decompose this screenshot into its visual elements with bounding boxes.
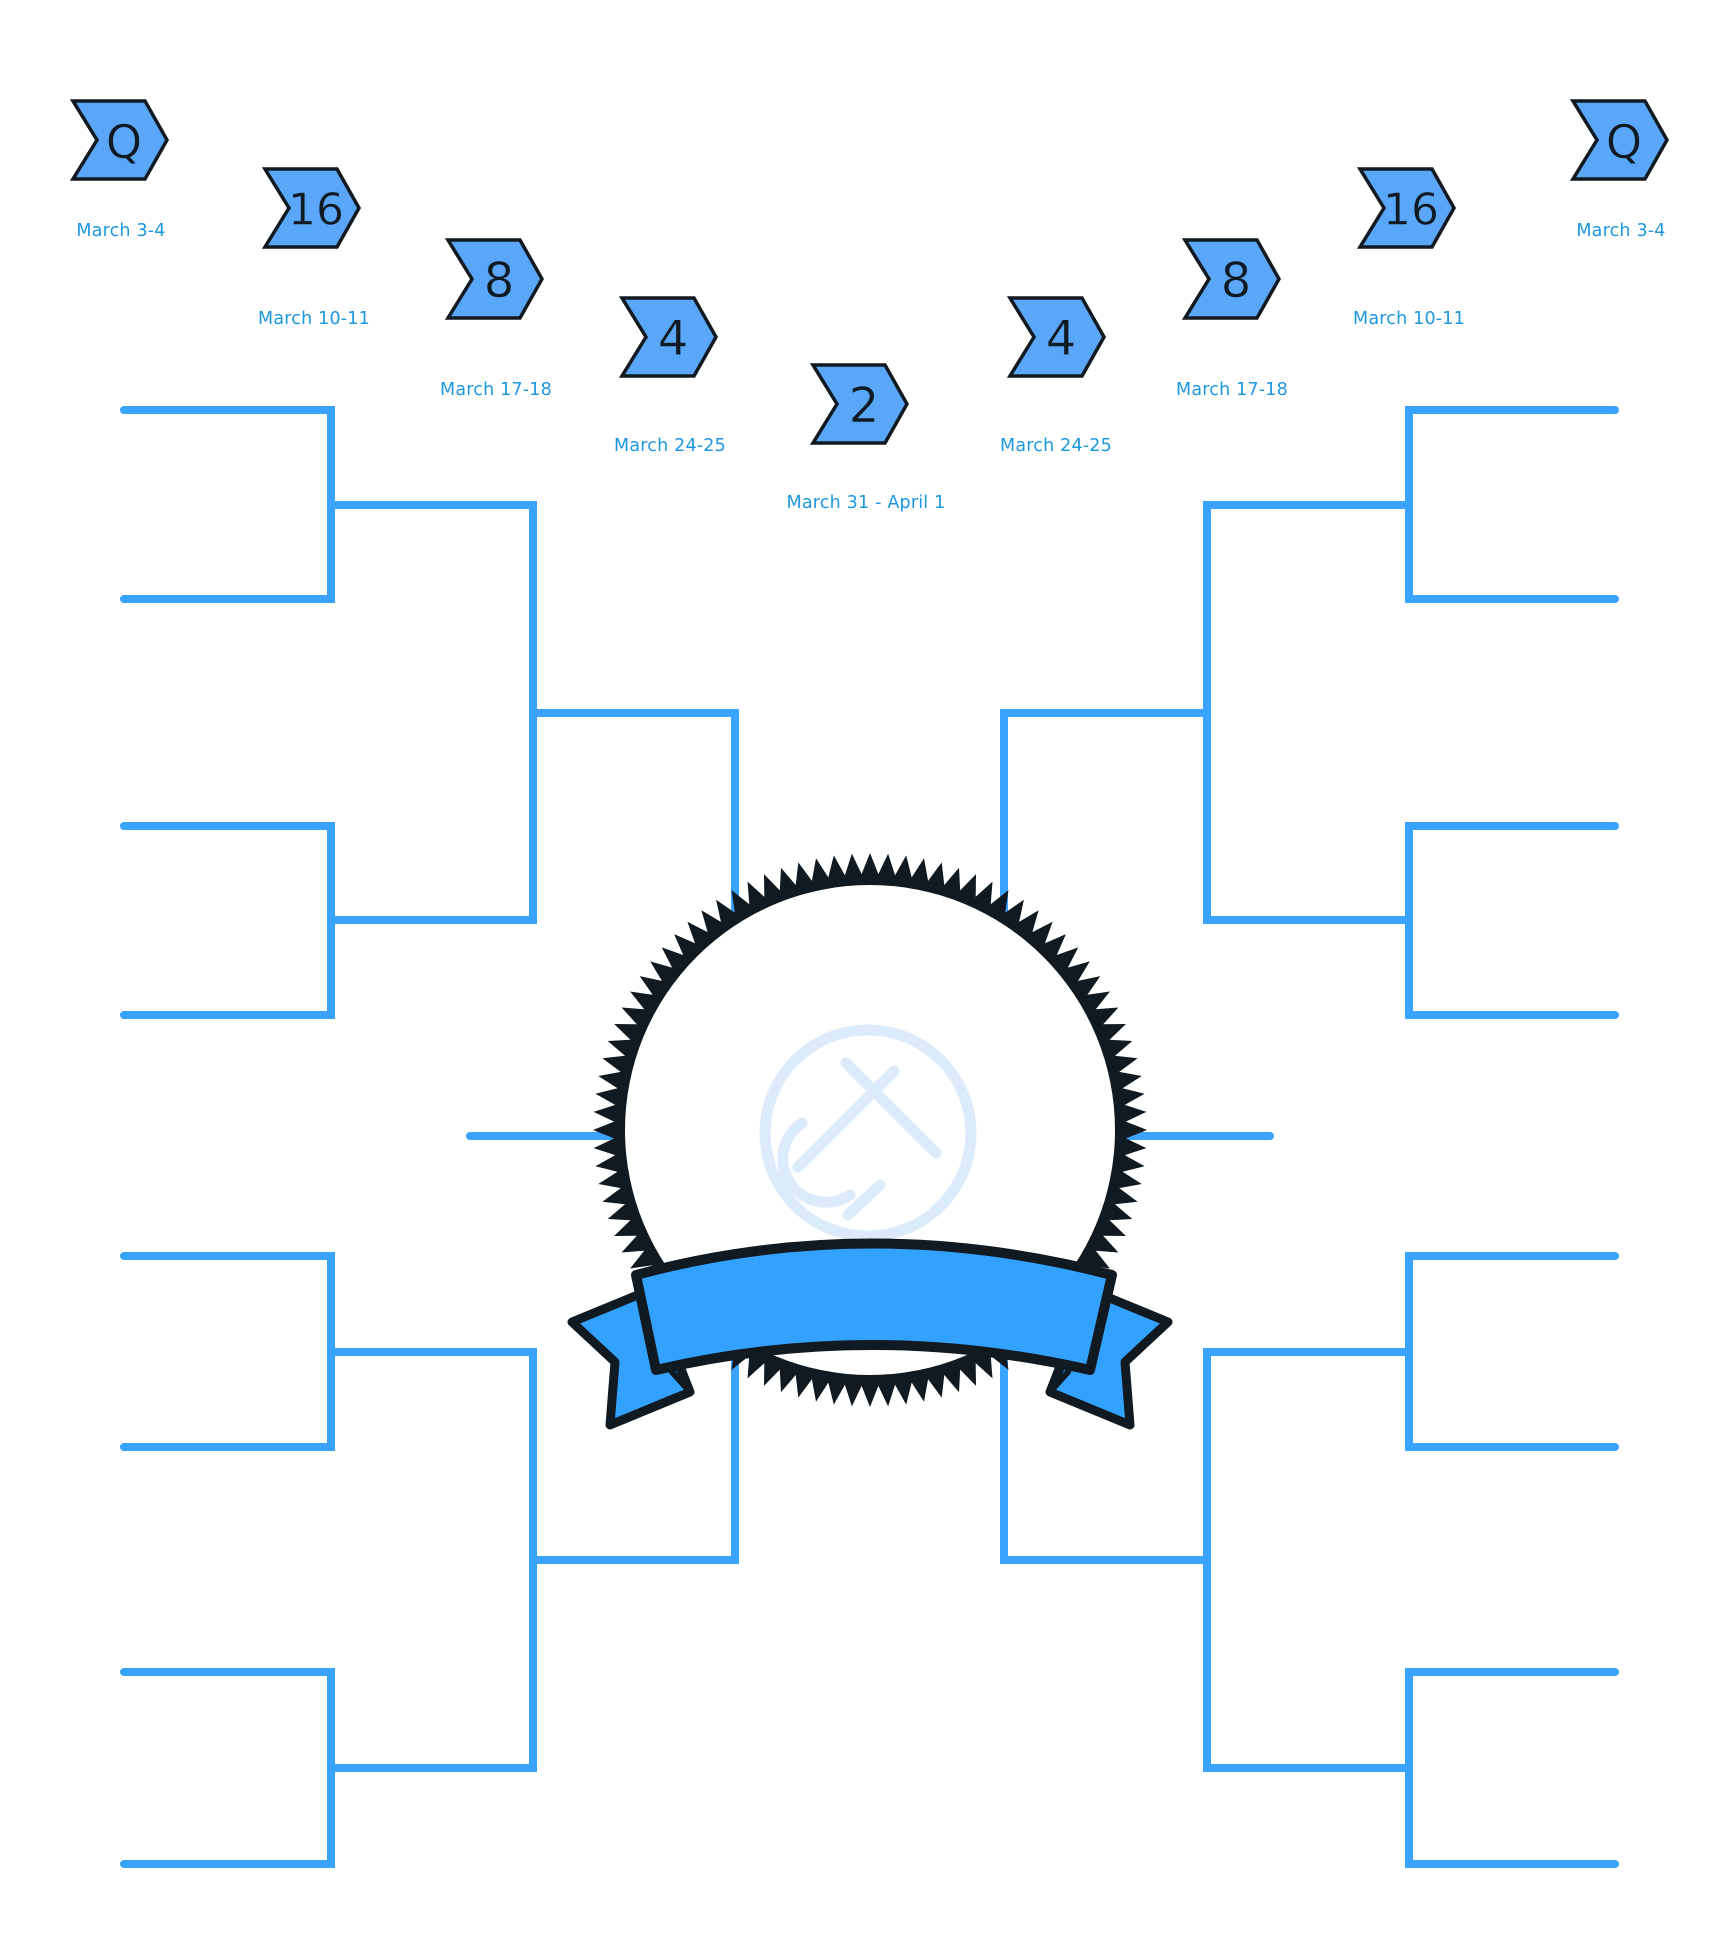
round-date-right-2: March 17-18 — [1176, 380, 1288, 400]
round-date-right-4: March 3-4 — [1576, 221, 1665, 241]
round-badge-right-2 — [1181, 238, 1282, 320]
ribbon-band — [631, 1238, 1117, 1375]
round-badge-label-left-2: 16 — [288, 185, 344, 236]
round-badge-left-4 — [618, 296, 719, 378]
round-badge-label-left-1: Q — [106, 115, 142, 169]
round-badge-label-final: 2 — [849, 378, 880, 434]
champion-emblem — [567, 853, 1173, 1430]
round-badge-label-right-4: Q — [1606, 115, 1642, 169]
bracket-right-r1-3 — [1405, 1252, 1619, 1451]
round-right-4: Q March 3-4 — [1569, 99, 1670, 241]
round-date-left-1: March 3-4 — [76, 221, 165, 241]
bracket-left-r1-3 — [120, 1252, 335, 1451]
bracket-left-r1-2 — [120, 822, 335, 1019]
round-badge-label-left-4: 4 — [658, 311, 689, 367]
banner-ribbon — [567, 1238, 1173, 1430]
bracket-right-r1-1 — [1405, 406, 1619, 603]
round-date-right-1: March 24-25 — [1000, 436, 1112, 456]
round-date-left-2: March 10-11 — [258, 309, 370, 329]
round-date-final: March 31 - April 1 — [787, 493, 946, 513]
bracket-right-r1-2 — [1405, 822, 1619, 1019]
round-date-left-4: March 24-25 — [614, 436, 726, 456]
round-badge-final — [809, 363, 910, 445]
round-badge-right-4 — [1569, 99, 1670, 181]
round-badge-left-1 — [69, 99, 170, 181]
bracket-right-r1-4 — [1405, 1668, 1619, 1868]
bracket-left-r1-4 — [120, 1668, 335, 1868]
bracket-lines — [120, 406, 1619, 1868]
round-badge-left-2 — [261, 167, 362, 249]
bracket-right-r2-2 — [1203, 1348, 1413, 1772]
round-badge-label-right-1: 4 — [1046, 311, 1077, 367]
round-badge-left-3 — [444, 238, 545, 320]
round-left-1: Q March 3-4 — [69, 99, 170, 241]
round-badge-right-1 — [1006, 296, 1107, 378]
round-badge-label-right-3: 16 — [1383, 185, 1439, 236]
bracket-left-r2-1 — [327, 501, 537, 924]
round-badge-label-left-3: 8 — [484, 253, 515, 309]
bracket-left-r2-2 — [327, 1348, 537, 1772]
round-date-right-3: March 10-11 — [1353, 309, 1465, 329]
bracket-left-r1-1 — [120, 406, 335, 603]
round-badge-right-3 — [1356, 167, 1457, 249]
round-badge-label-right-2: 8 — [1221, 253, 1252, 309]
crossed-logo-icon — [759, 1024, 977, 1242]
bracket-right-r2-1 — [1203, 501, 1413, 924]
round-date-left-3: March 17-18 — [440, 380, 552, 400]
